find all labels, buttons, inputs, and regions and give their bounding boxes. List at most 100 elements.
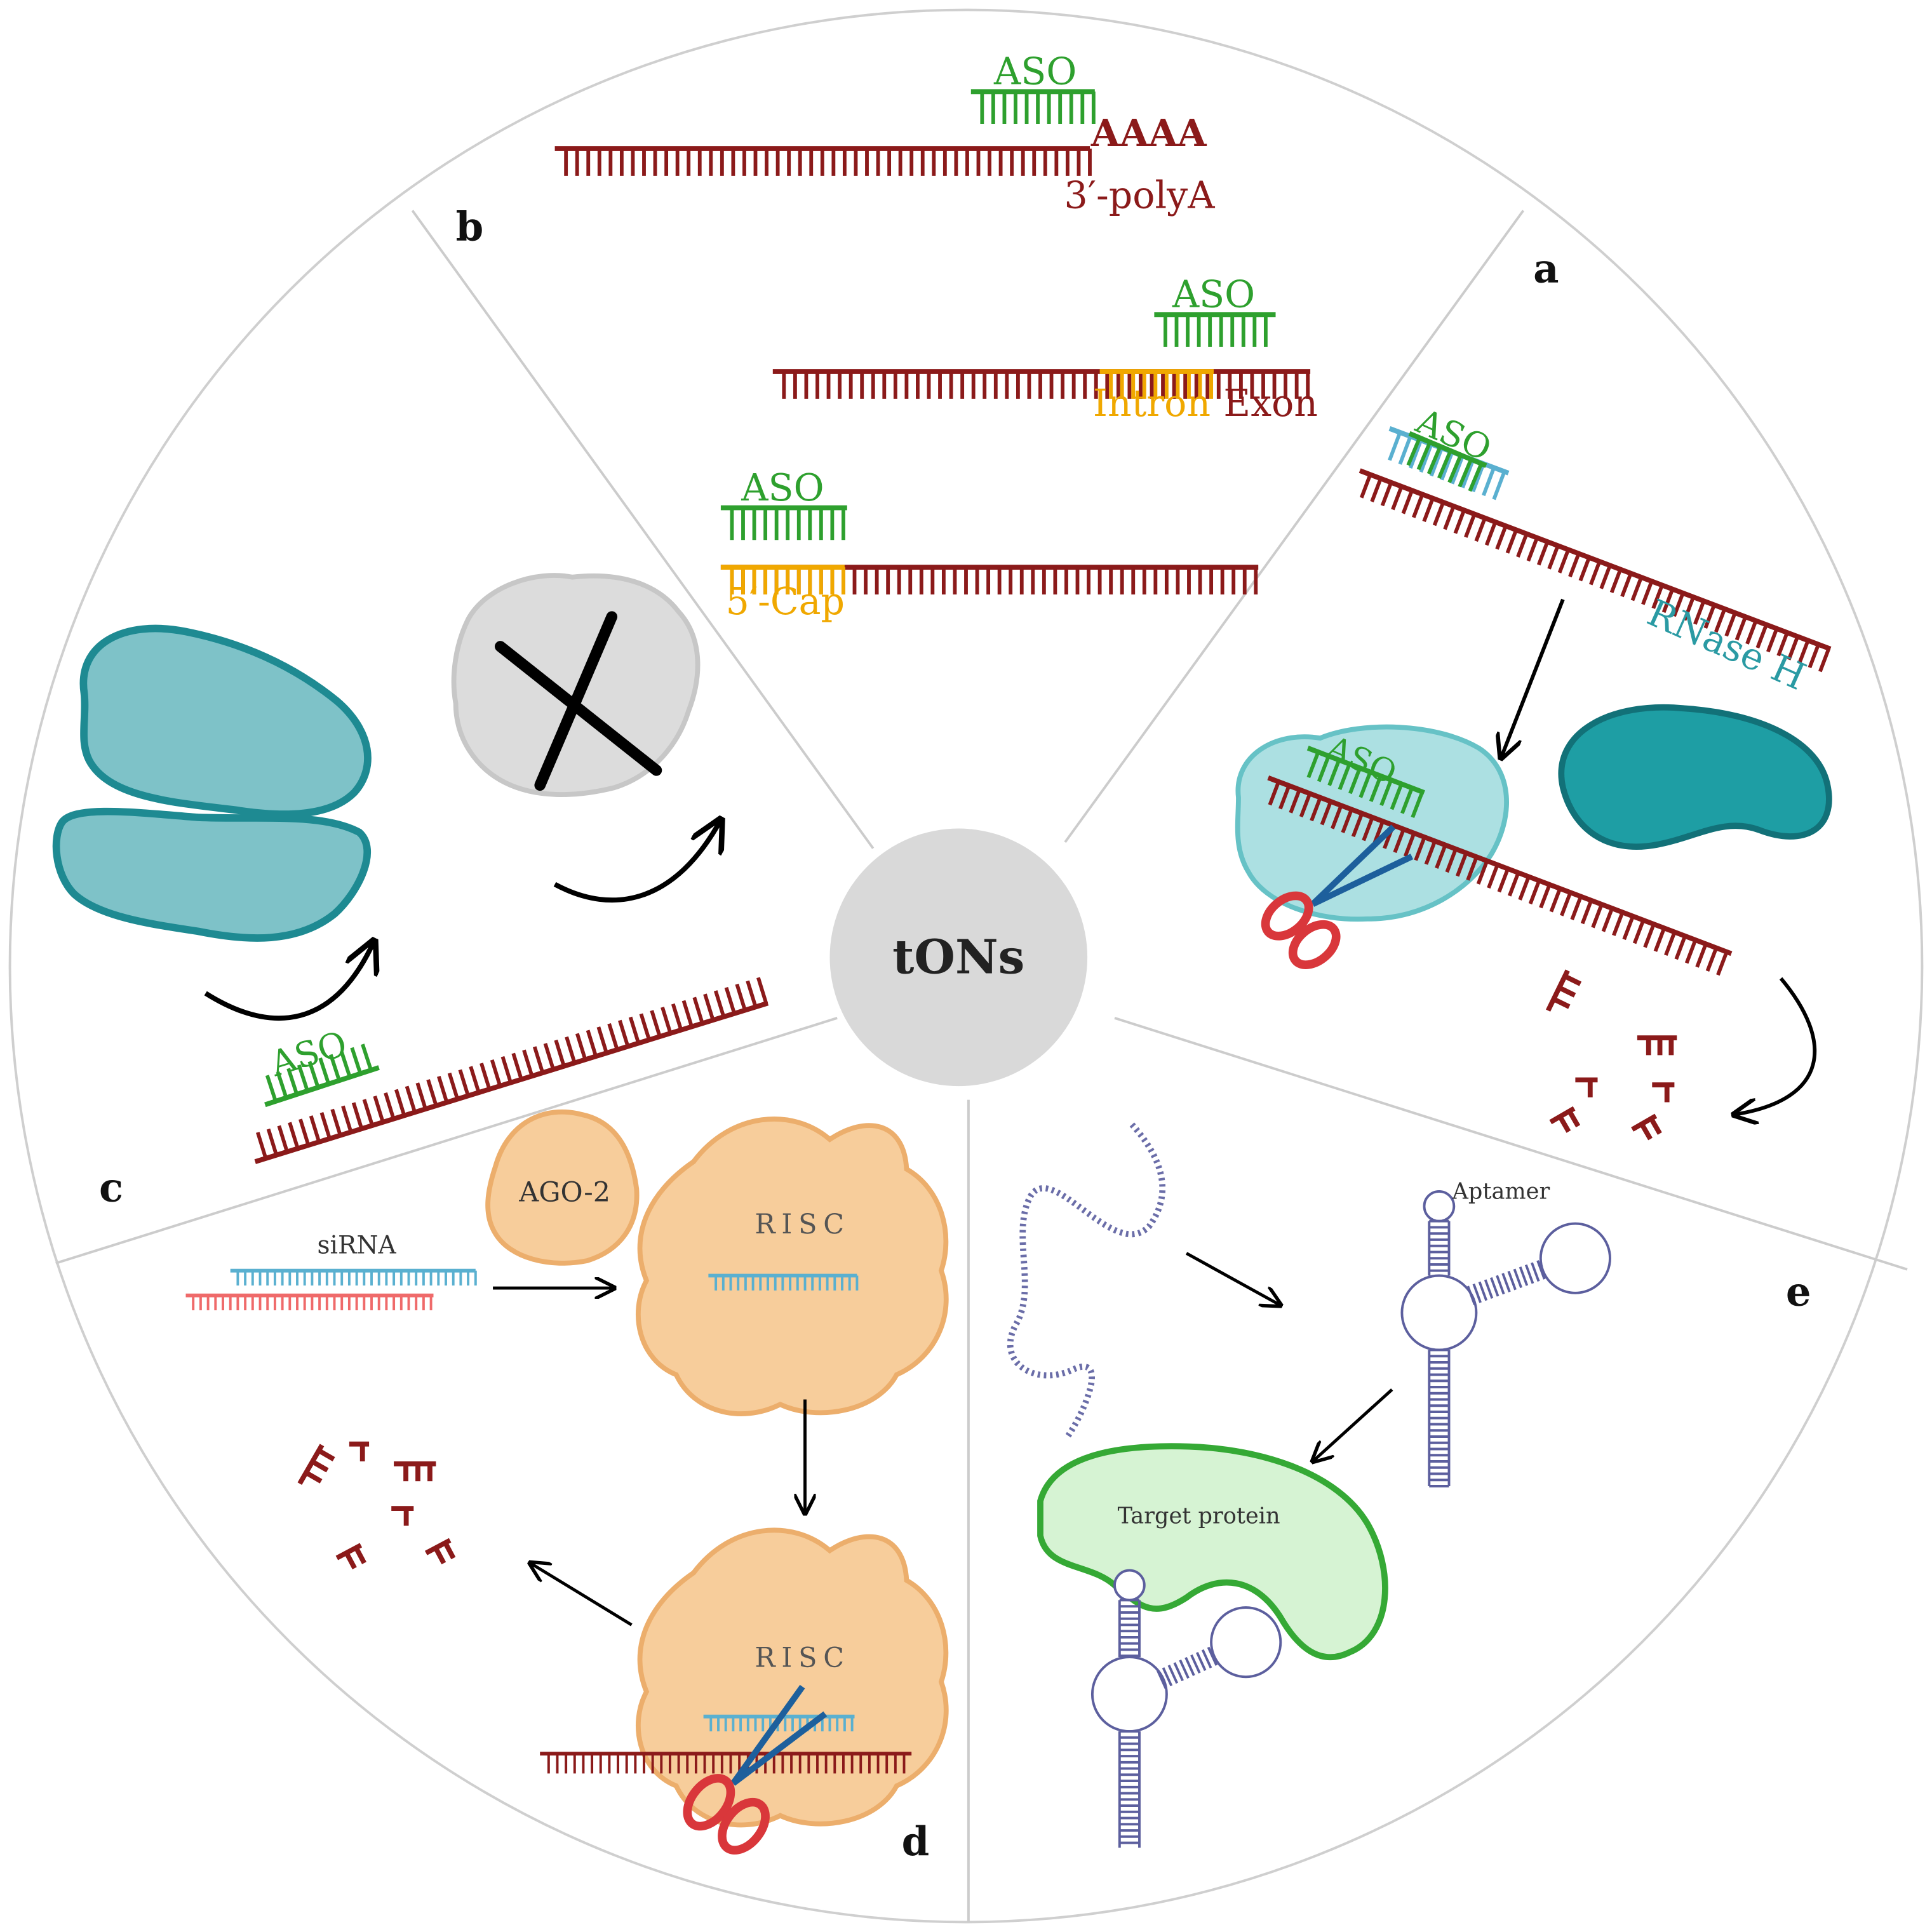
strand-base bbox=[1409, 439, 1423, 469]
strand-base bbox=[1724, 612, 1737, 637]
rna-fragment bbox=[1545, 969, 1582, 1012]
strand-base bbox=[1547, 545, 1560, 570]
center-hub bbox=[829, 828, 1088, 1087]
b-row3-mrna bbox=[720, 565, 1259, 594]
strand-base bbox=[1403, 832, 1416, 857]
rna-fragment bbox=[349, 1441, 370, 1461]
strand-base bbox=[1599, 565, 1612, 589]
strand-base bbox=[1620, 572, 1633, 598]
strand-base bbox=[1609, 568, 1623, 593]
panel-d: d AGO-2 siRNA RISC RISC bbox=[185, 1109, 949, 1865]
scissors-icon bbox=[683, 1684, 828, 1855]
strand-base bbox=[1455, 852, 1468, 877]
strand-base bbox=[1348, 767, 1362, 795]
divider-a-b bbox=[1064, 210, 1525, 843]
strand-base bbox=[1672, 592, 1685, 617]
base-pair bbox=[1472, 1284, 1482, 1303]
strand-base bbox=[1703, 604, 1716, 629]
a-top-mrna bbox=[1358, 468, 1832, 673]
strand-base bbox=[1528, 880, 1541, 905]
rna-fragment bbox=[394, 1461, 436, 1482]
strand-base bbox=[351, 1102, 364, 1130]
strand-base bbox=[1299, 793, 1312, 818]
panel-d-letter: d bbox=[902, 1818, 930, 1865]
strand-base bbox=[1516, 533, 1529, 558]
base-pair bbox=[1507, 1270, 1517, 1291]
strand-base bbox=[746, 980, 758, 1008]
strand-base bbox=[1653, 927, 1667, 952]
ribosome-small-subunit bbox=[52, 807, 372, 942]
strand-base bbox=[650, 1010, 662, 1037]
strand-base bbox=[1564, 974, 1582, 986]
strand-base bbox=[1432, 501, 1446, 527]
panel-b: ASO AAAA 3′-polyA ASO Intron Exon ASO 5′… bbox=[456, 50, 1318, 624]
strand-base bbox=[433, 1546, 446, 1565]
strand-base bbox=[469, 1066, 481, 1094]
strand-backbone bbox=[1549, 1106, 1576, 1125]
strand-base bbox=[1362, 816, 1374, 842]
strand-base bbox=[330, 1108, 342, 1136]
base-pair bbox=[1501, 1273, 1511, 1292]
strand-base bbox=[265, 1075, 278, 1102]
strand-base bbox=[1549, 887, 1562, 913]
strand-base bbox=[1437, 450, 1452, 479]
strand-base bbox=[350, 1047, 363, 1075]
strand-base bbox=[1369, 775, 1383, 802]
panel-b-letter: b bbox=[456, 203, 484, 250]
strand-base bbox=[543, 1043, 555, 1070]
strand-base bbox=[1539, 883, 1552, 909]
strand-base bbox=[1380, 481, 1393, 507]
strand-base bbox=[500, 1056, 513, 1083]
strand-base bbox=[1580, 899, 1593, 925]
strand-base bbox=[1458, 459, 1473, 488]
base-pair bbox=[1531, 1262, 1540, 1282]
sirna-passenger-strand bbox=[185, 1293, 434, 1311]
base-pair bbox=[1513, 1268, 1523, 1289]
strand-base bbox=[596, 1026, 608, 1054]
strand-base bbox=[1424, 840, 1437, 865]
strand-base bbox=[1560, 892, 1573, 916]
c-arrow-2 bbox=[553, 820, 721, 903]
strand-base bbox=[1745, 620, 1758, 645]
strand-base bbox=[735, 983, 747, 1011]
strand-base bbox=[522, 1049, 534, 1077]
base-pair bbox=[1196, 1651, 1207, 1671]
polya-label: 3′-polyA bbox=[1064, 174, 1216, 217]
rna-fragment bbox=[424, 1538, 456, 1565]
strand-base bbox=[286, 1068, 299, 1095]
strand-base bbox=[1497, 868, 1510, 893]
sirna-guide-strand bbox=[230, 1268, 477, 1286]
strand-base bbox=[1414, 836, 1426, 861]
strand-base bbox=[1651, 584, 1664, 609]
strand-base bbox=[1278, 785, 1291, 810]
strand-base bbox=[671, 1003, 683, 1031]
strand-base bbox=[1338, 763, 1352, 791]
strand-base bbox=[266, 1128, 279, 1156]
unfolded-oligo bbox=[1007, 1122, 1166, 1439]
panel-c-letter: c bbox=[99, 1164, 123, 1211]
panel-a: a ASO RNase H ASO bbox=[1235, 245, 1832, 1141]
d-degraded-fragments bbox=[297, 1441, 456, 1569]
strand-base bbox=[1695, 943, 1708, 968]
strand-base bbox=[1705, 947, 1719, 972]
risc-complex-bottom bbox=[636, 1527, 949, 1828]
strand-backbone bbox=[1358, 468, 1832, 652]
risc-guide-top bbox=[708, 1273, 859, 1291]
strand-base bbox=[1289, 789, 1301, 814]
strand-base bbox=[288, 1122, 300, 1150]
strand-base bbox=[1435, 844, 1447, 869]
strand-base bbox=[344, 1552, 357, 1569]
e-arrow-2 bbox=[1313, 1388, 1393, 1461]
strand-base bbox=[713, 990, 726, 1017]
rna-fragment bbox=[1575, 1077, 1598, 1097]
strand-base bbox=[1453, 509, 1466, 534]
strand-base bbox=[1306, 751, 1320, 779]
strand-base bbox=[1797, 640, 1810, 664]
strand-base bbox=[1440, 451, 1454, 481]
strand-base bbox=[490, 1059, 502, 1087]
strand-base bbox=[1468, 462, 1484, 492]
a-arrow-1 bbox=[1501, 598, 1565, 758]
strand-base bbox=[394, 1089, 406, 1117]
base-pair bbox=[1156, 1670, 1167, 1689]
strand-base bbox=[1552, 996, 1571, 1009]
